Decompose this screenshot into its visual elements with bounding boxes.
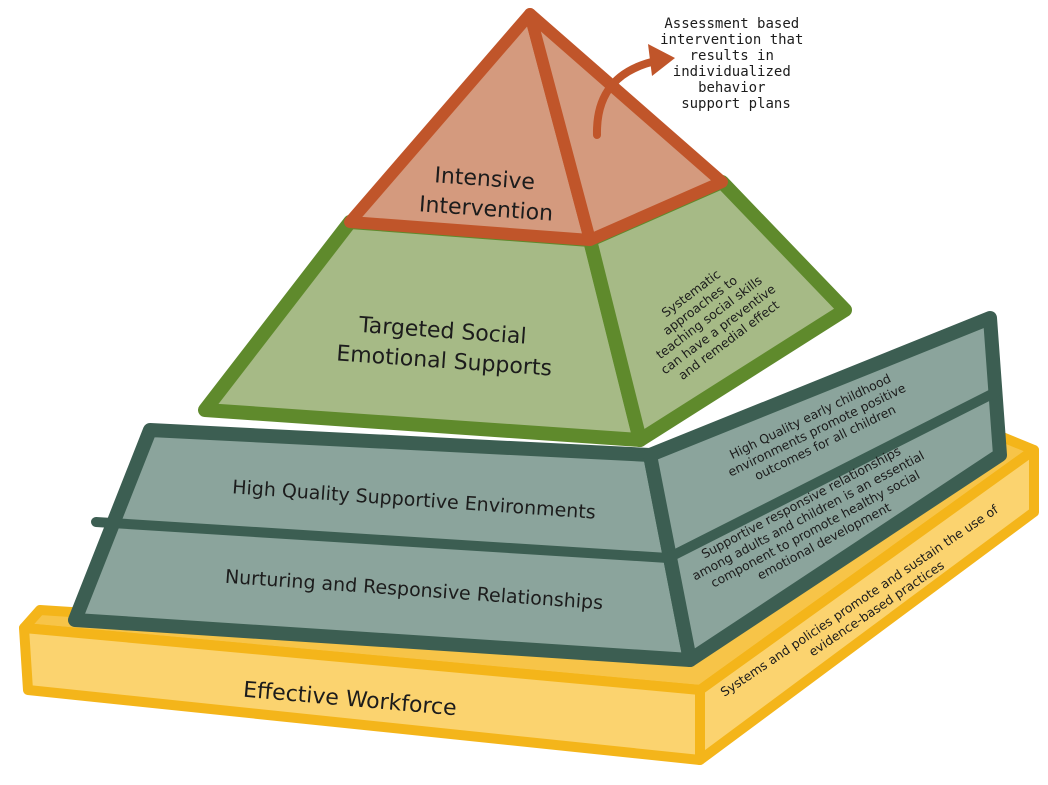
intensive-tier-side-face	[524, 8, 728, 246]
base-tier-front-divider	[91, 517, 673, 563]
base-tier-side-divider	[663, 387, 1001, 563]
base-tier	[68, 311, 1007, 667]
base-tier-side-face	[643, 311, 1007, 667]
intensive-tier	[344, 8, 728, 246]
arrow-head-icon	[648, 44, 675, 76]
annotation-arrow	[592, 44, 675, 139]
workforce-side-face	[695, 445, 1039, 765]
arrow-curve	[592, 56, 664, 139]
annotation-text: Assessment based intervention that resul…	[660, 16, 812, 112]
